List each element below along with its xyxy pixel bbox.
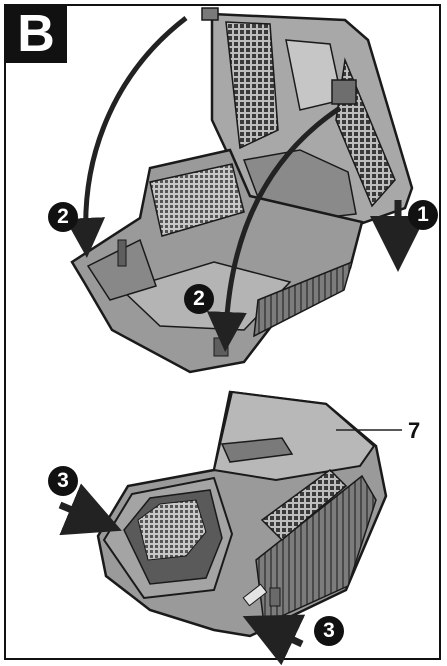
side-mesh xyxy=(260,469,348,542)
lid-mesh-panel xyxy=(225,21,279,150)
basin-hinge-right xyxy=(213,337,229,357)
lid-latch xyxy=(331,79,357,105)
open-grass-box xyxy=(70,7,414,374)
step-2-center-marker: 2 xyxy=(184,284,214,314)
clip-right xyxy=(269,587,281,607)
basin-side-slats xyxy=(253,260,354,338)
brand-label xyxy=(242,583,268,607)
closed-grass-box xyxy=(96,390,388,638)
basin-mesh-back xyxy=(149,163,245,237)
step-1-marker: 1 xyxy=(408,200,438,230)
side-slats xyxy=(255,474,377,626)
arrow-step2-left xyxy=(65,16,188,258)
closed-lid-top xyxy=(212,390,376,482)
step-3-left-marker: 3 xyxy=(48,466,78,496)
part-number-7: 7 xyxy=(408,418,421,443)
step-2-left-marker: 2 xyxy=(48,202,78,232)
lid-hinge-clip xyxy=(201,7,219,21)
lid-handle xyxy=(220,437,294,463)
step-3-right-marker: 3 xyxy=(314,616,344,646)
basin-hinge-left xyxy=(117,239,127,267)
panel-border xyxy=(4,4,441,660)
arrow-step2-right xyxy=(206,105,342,352)
arrow-step3-left xyxy=(58,483,122,536)
arrow-step3-right xyxy=(242,614,306,666)
section-label: B xyxy=(5,5,67,63)
